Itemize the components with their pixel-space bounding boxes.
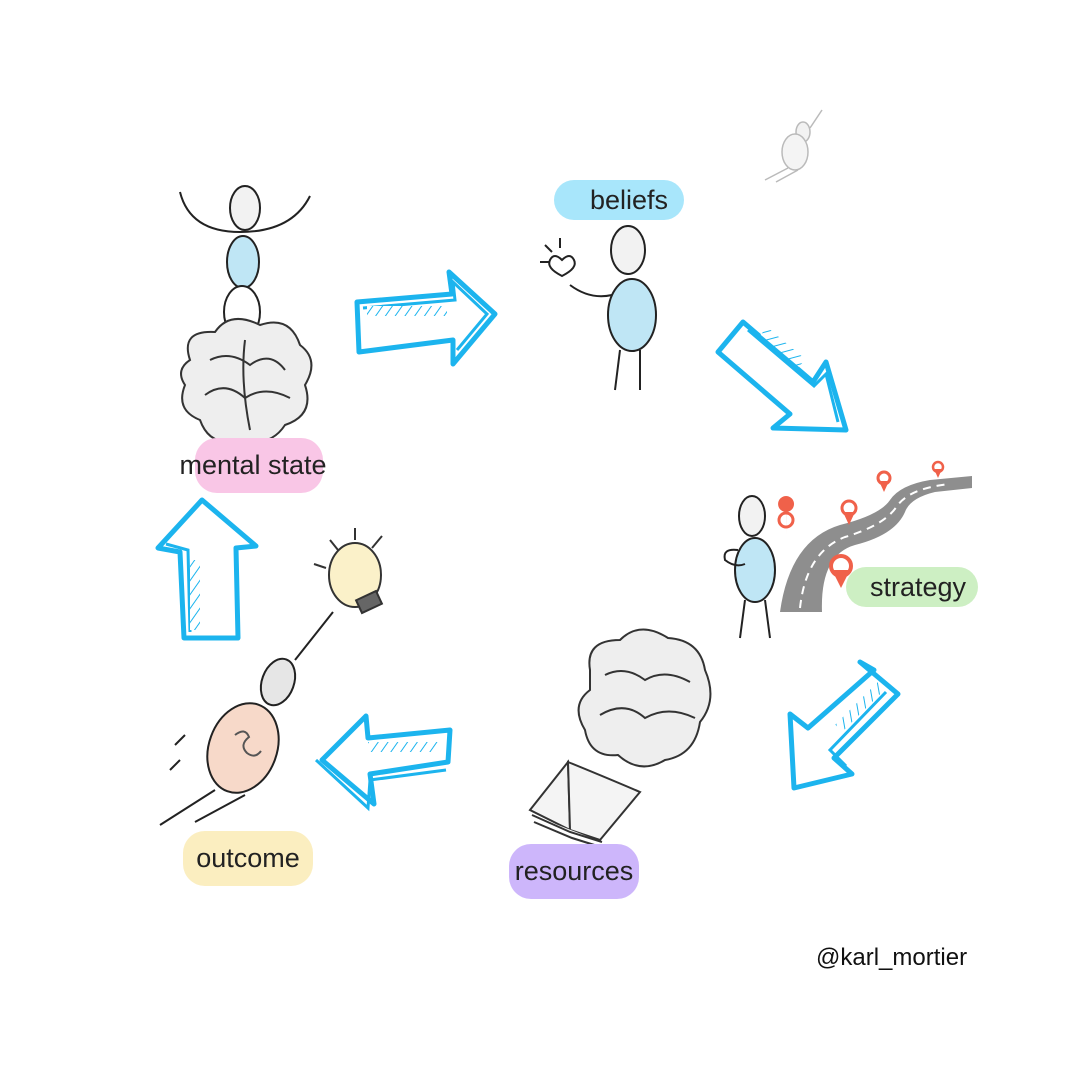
label-resources-text: resources (514, 856, 634, 886)
label-outcome-text: outcome (196, 843, 300, 873)
brain-icon (180, 317, 313, 444)
arrow-down-left (787, 659, 901, 791)
person-looking-icon (723, 495, 776, 639)
road-icon (780, 476, 972, 612)
book-icon (528, 759, 642, 849)
pin-icons (777, 460, 945, 588)
label-beliefs-text: beliefs (589, 184, 669, 215)
label-outcome: outcome (183, 831, 313, 886)
arrow-up (155, 497, 259, 641)
faint-flying-person-icon (764, 109, 823, 183)
arrow-right (354, 269, 498, 367)
label-mental-state-text: mental state (179, 450, 327, 480)
label-strategy: strategy (846, 567, 978, 607)
label-mental-state: mental state (179, 438, 327, 493)
arrow-left (314, 713, 453, 812)
author-credit: @karl_mortier (816, 944, 968, 971)
person-with-heart-icon (540, 225, 657, 391)
flying-person-icon (159, 611, 334, 826)
brain-icon-resources (577, 628, 712, 768)
label-resources: resources (509, 844, 639, 899)
label-beliefs: beliefs (554, 180, 684, 220)
arrow-down-right (715, 319, 849, 433)
label-strategy-text: strategy (869, 571, 967, 602)
lightbulb-icon (313, 528, 384, 615)
